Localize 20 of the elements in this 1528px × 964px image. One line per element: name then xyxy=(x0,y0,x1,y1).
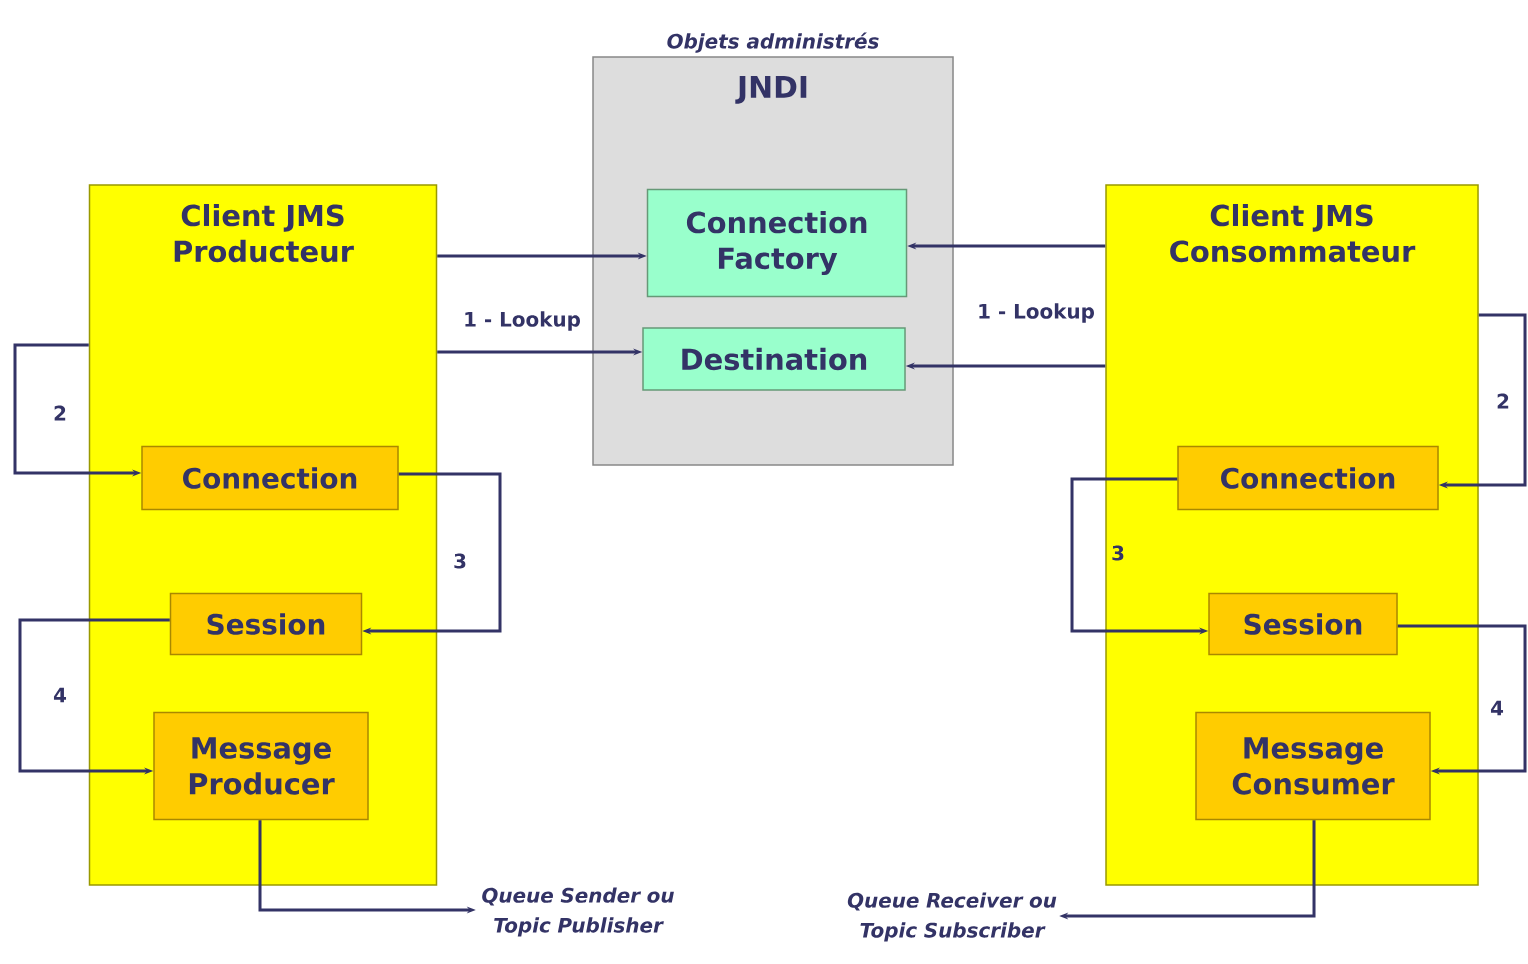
object-box: Destination xyxy=(642,327,906,391)
caption-text: Objets administrés xyxy=(667,32,879,53)
object-box: Connection Factory xyxy=(646,188,908,298)
edge-label: 3 xyxy=(454,553,466,569)
component-box: Message Consumer xyxy=(1195,711,1431,821)
component-box: Session xyxy=(169,592,363,656)
component-box: Message Producer xyxy=(153,711,369,821)
edge-label: 1 - Lookup xyxy=(979,303,1094,323)
edge-label: 2 xyxy=(54,405,66,421)
arrow xyxy=(1397,624,1527,775)
interface-text: Queue Sender ou Topic Publisher xyxy=(482,887,674,937)
component-box: Session xyxy=(1208,592,1398,656)
edge-label: 1 - Lookup xyxy=(465,311,580,331)
component-box: Connection xyxy=(1177,445,1439,511)
interface-text: Queue Receiver ou Topic Subscriber xyxy=(847,892,1057,942)
edge-label: 3 xyxy=(1112,545,1124,561)
component-box: Connection xyxy=(141,445,399,511)
edge-label: 4 xyxy=(1491,700,1504,716)
edge-label: 2 xyxy=(1497,393,1509,409)
edge-label: 4 xyxy=(53,687,66,703)
